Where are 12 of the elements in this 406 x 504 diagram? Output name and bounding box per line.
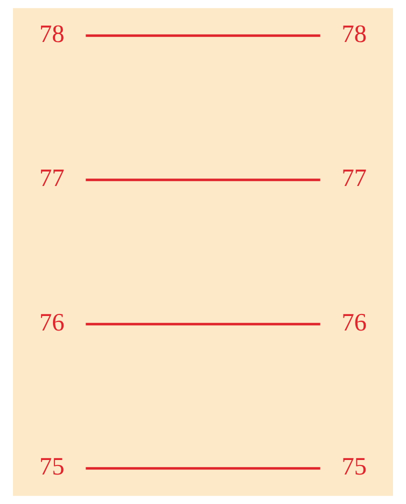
- node-text: 77: [39, 165, 64, 192]
- node-text: 78: [342, 20, 367, 48]
- connector: [86, 467, 320, 470]
- connector: [86, 178, 320, 182]
- node-text: 76: [39, 309, 64, 336]
- node-text: 78: [39, 20, 64, 48]
- node-text: 75: [342, 454, 367, 481]
- node-text: 75: [39, 454, 64, 481]
- connector: [86, 322, 320, 326]
- node-text: 77: [342, 165, 367, 192]
- node-text: 76: [342, 309, 367, 336]
- connector: [86, 34, 320, 37]
